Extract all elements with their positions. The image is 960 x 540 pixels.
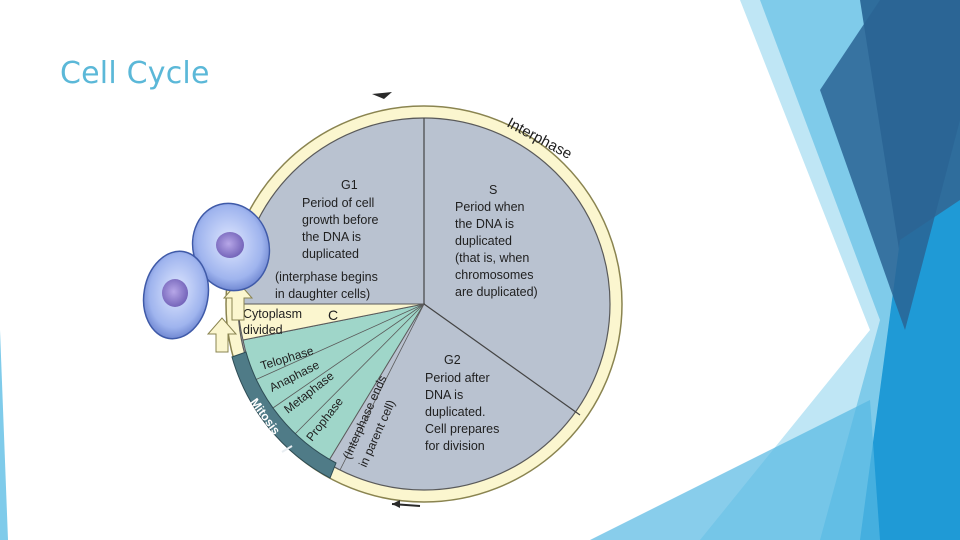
cytoplasm-line: divided	[243, 323, 283, 337]
g2-line: Period after	[425, 371, 490, 385]
g2-line: Cell prepares	[425, 422, 499, 436]
s-line: are duplicated)	[455, 285, 538, 299]
bg-shape-bottom	[590, 400, 880, 540]
ring-arrow-icon	[392, 500, 400, 508]
phase-divider	[291, 303, 425, 438]
slide-title: Cell Cycle	[60, 56, 210, 91]
division-arrow-icon	[206, 317, 238, 353]
mitosis-arrow-icon	[281, 445, 293, 453]
mitosis-band	[231, 351, 337, 479]
phase-divider	[339, 303, 425, 471]
bg-shape-deep	[820, 0, 960, 330]
g1-line: in daughter cells)	[275, 287, 370, 301]
g1-title: G1	[341, 178, 358, 192]
phase-divider	[269, 303, 425, 411]
s-line: the DNA is	[455, 217, 514, 231]
cytoplasm-line: Cytoplasm	[243, 307, 302, 321]
ring-arrow-icon	[372, 92, 392, 99]
s-line: Period when	[455, 200, 525, 214]
g1-line: duplicated	[302, 247, 359, 261]
g1-line: growth before	[302, 213, 378, 227]
phase-divider	[254, 303, 425, 381]
g1-line: the DNA is	[302, 230, 361, 244]
g1-line: Period of cell	[302, 196, 374, 210]
cytoplasm-marker: C	[328, 307, 338, 323]
g1-line: (interphase begins	[275, 270, 378, 284]
bg-shape-left	[0, 330, 8, 540]
division-arrow-icon	[222, 281, 254, 321]
daughter-cells-icon	[142, 202, 271, 340]
s-line: duplicated	[455, 234, 512, 248]
bg-shape-blue	[860, 200, 960, 540]
s-line: chromosomes	[455, 268, 534, 282]
section-divider	[423, 303, 581, 416]
g2-line: for division	[425, 439, 485, 453]
s-line: (that is, when	[455, 251, 529, 265]
s-title: S	[489, 183, 497, 197]
g2-line: duplicated.	[425, 405, 485, 419]
g2-title: G2	[444, 353, 461, 367]
g2-line: DNA is	[425, 388, 463, 402]
